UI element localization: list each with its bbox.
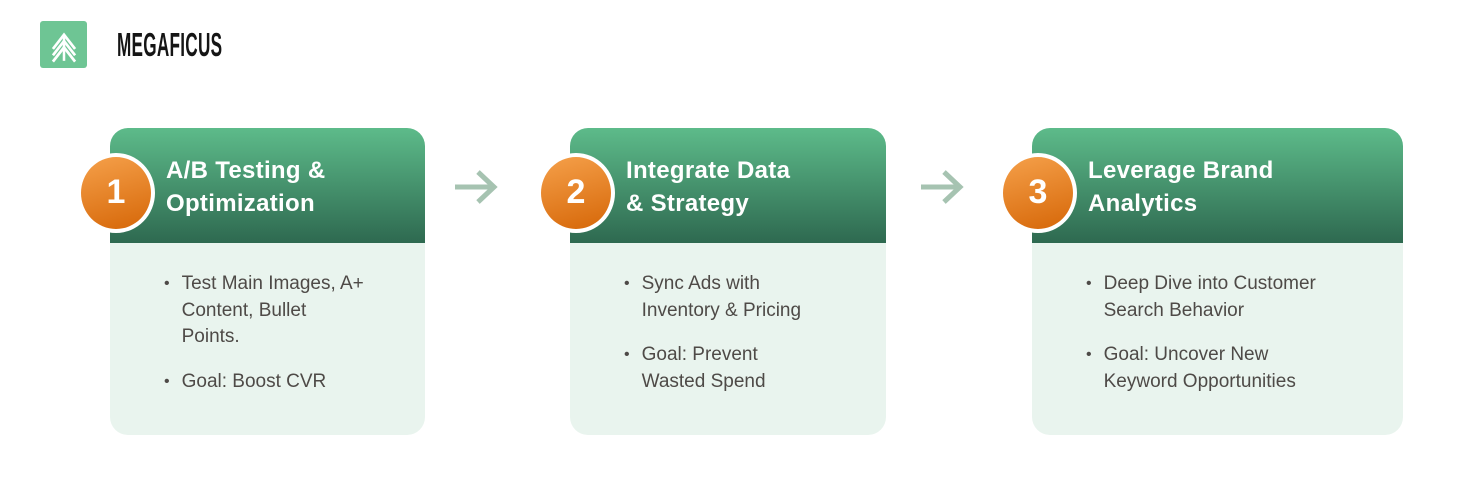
list-item: • Sync Ads with Inventory & Pricing <box>624 271 864 324</box>
bullet-dot-icon: • <box>624 275 630 292</box>
bullet-text: Deep Dive into Customer Search Behavior <box>1103 273 1316 321</box>
step-card-3: 3 Leverage Brand Analytics • Deep Dive i… <box>999 128 1403 435</box>
step-3-header: Leverage Brand Analytics <box>1032 128 1403 243</box>
step-1-title: A/B Testing & Optimization <box>166 156 326 217</box>
step-1-header: A/B Testing & Optimization <box>110 128 425 243</box>
list-item: • Goal: Prevent Wasted Spend <box>624 342 864 395</box>
tree-icon <box>40 21 87 68</box>
bullet-dot-icon: • <box>1086 346 1092 364</box>
right-arrow-icon <box>452 165 504 209</box>
step-3-number-badge: 3 <box>999 153 1077 233</box>
bullet-dot-icon: • <box>1086 275 1092 292</box>
bullet-dot-icon: • <box>624 346 630 364</box>
step-2-number-badge: 2 <box>537 153 615 233</box>
step-3-title: Leverage Brand Analytics <box>1088 156 1274 217</box>
logo: MEGAFICUS <box>40 21 320 68</box>
step-2-title: Integrate Data & Strategy <box>626 156 791 217</box>
list-item: • Goal: Boost CVR <box>164 369 403 396</box>
step-card-1: 1 A/B Testing & Optimization • Test Main… <box>77 128 425 435</box>
step-2-body: • Sync Ads with Inventory & Pricing • Go… <box>570 243 886 435</box>
bullet-dot-icon: • <box>164 372 170 390</box>
bullet-text: Goal: Prevent Wasted Spend <box>641 344 766 392</box>
right-arrow-icon <box>918 165 970 209</box>
step-2-header: Integrate Data & Strategy <box>570 128 886 243</box>
bullet-text: Test Main Images, A+ Content, Bullet Poi… <box>181 273 364 348</box>
bullet-dot-icon: • <box>164 275 170 292</box>
step-3-body: • Deep Dive into Customer Search Behavio… <box>1032 243 1403 435</box>
bullet-text: Goal: Uncover New Keyword Opportunities <box>1103 344 1296 392</box>
bullet-text: Sync Ads with Inventory & Pricing <box>641 273 802 321</box>
logo-text: MEGAFICUS <box>117 25 223 63</box>
step-1-body: • Test Main Images, A+ Content, Bullet P… <box>110 243 425 435</box>
bullet-text: Goal: Boost CVR <box>181 370 327 392</box>
step-card-2: 2 Integrate Data & Strategy • Sync Ads w… <box>537 128 886 435</box>
list-item: • Deep Dive into Customer Search Behavio… <box>1086 271 1381 324</box>
step-1-number-badge: 1 <box>77 153 155 233</box>
list-item: • Test Main Images, A+ Content, Bullet P… <box>164 271 403 351</box>
list-item: • Goal: Uncover New Keyword Opportunitie… <box>1086 342 1381 395</box>
